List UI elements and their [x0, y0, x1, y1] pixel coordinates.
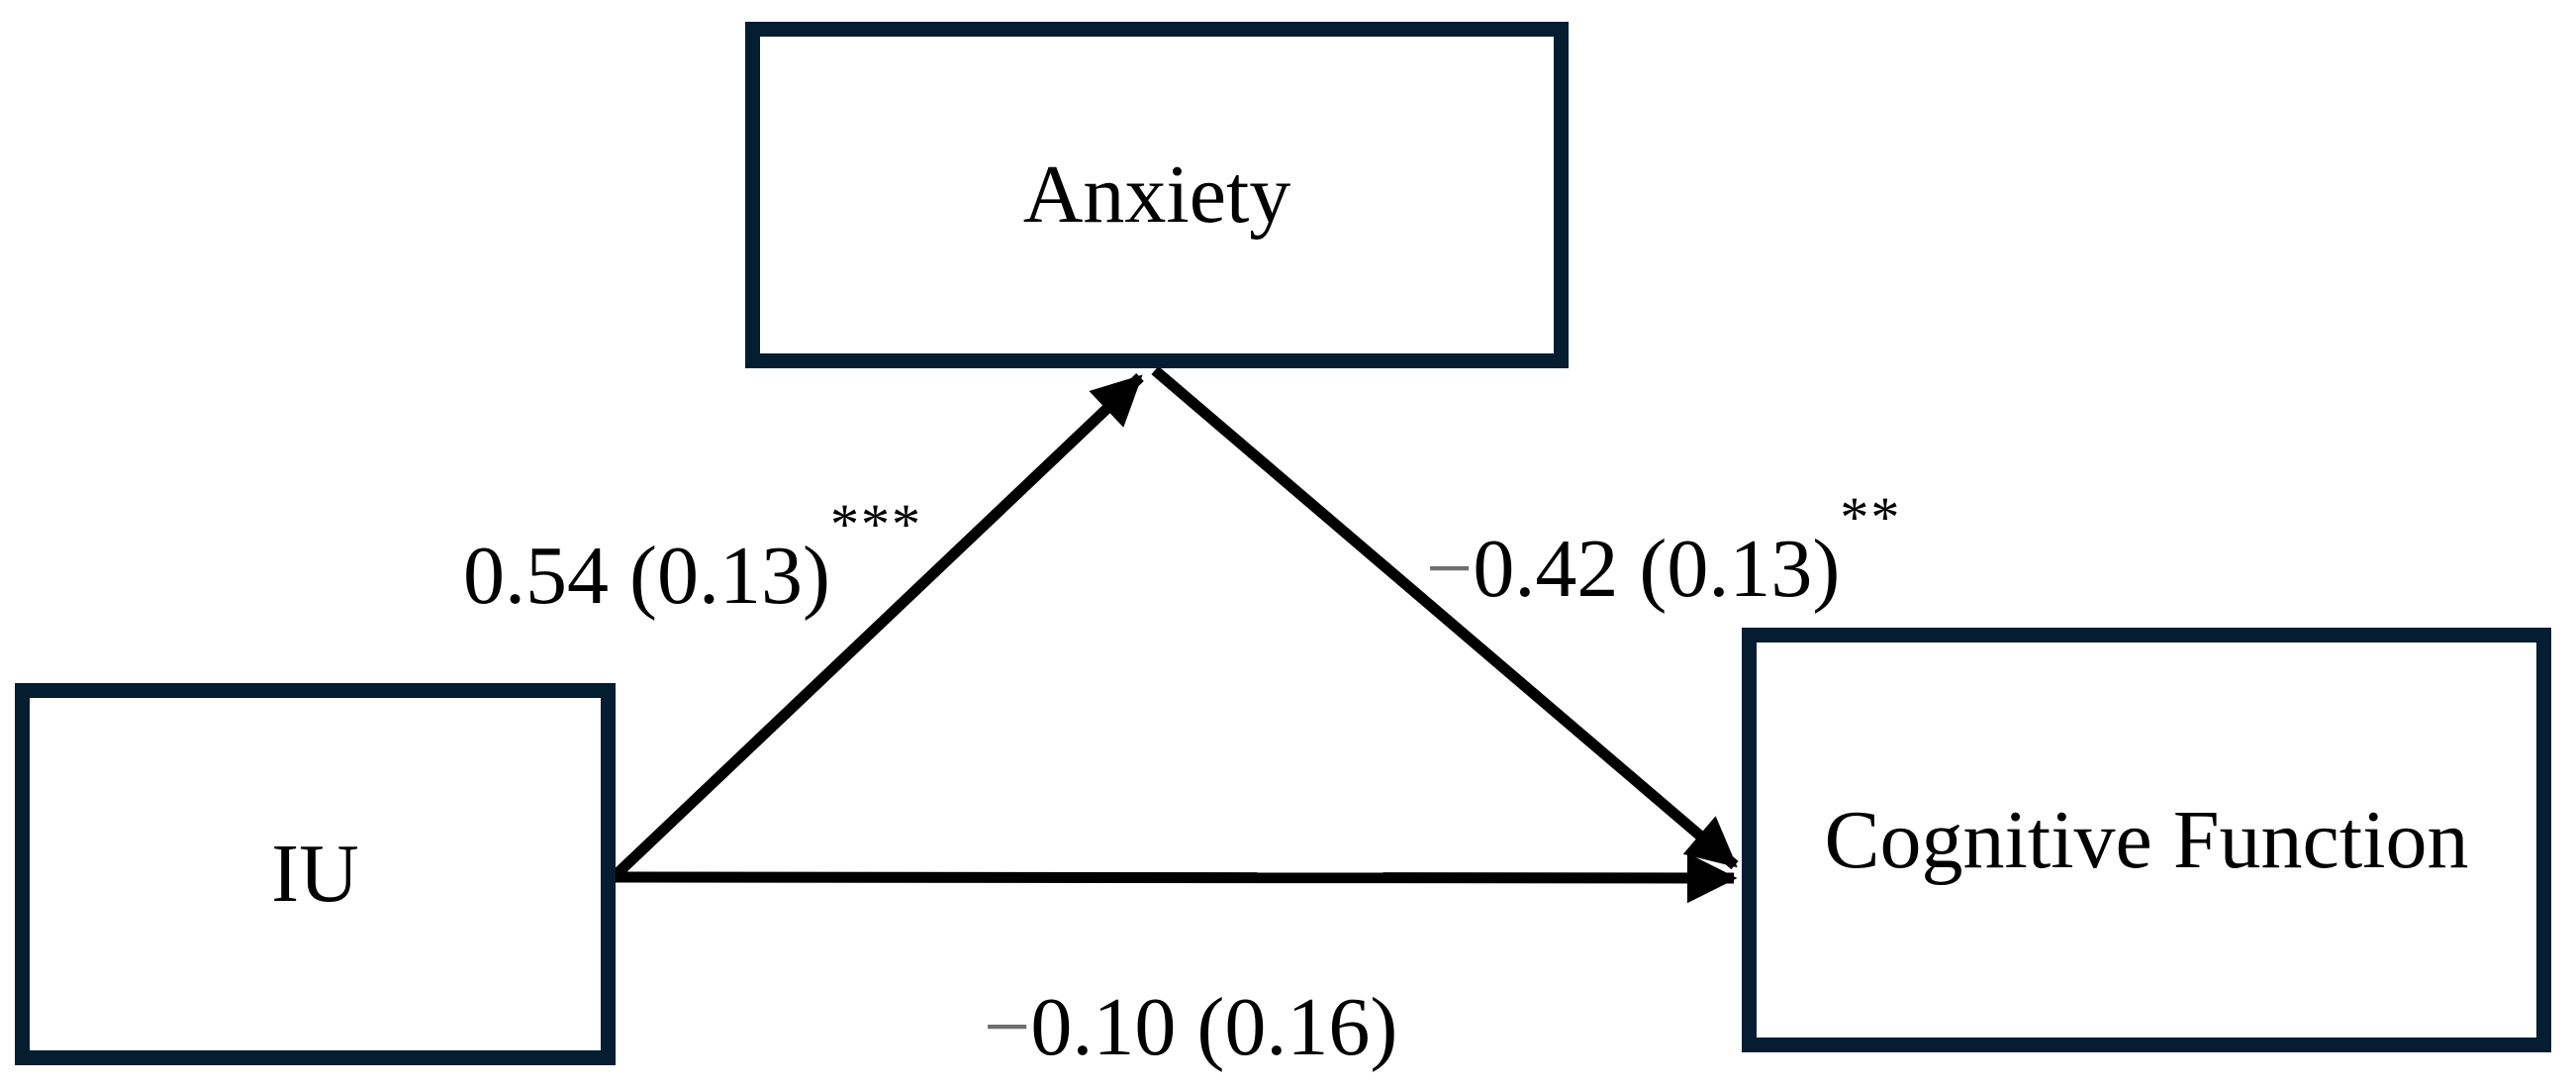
path-label-anxiety-to-cognitive: −0.42 (0.13)**	[1426, 489, 1901, 611]
path-estimate-iu-to-cognitive: 0.10 (0.16)	[1030, 981, 1398, 1073]
node-cognitive-function: Cognitive Function	[1742, 628, 2551, 1052]
node-anxiety: Anxiety	[745, 22, 1569, 368]
node-iu-label: IU	[271, 828, 359, 920]
path-estimate-anxiety-to-cognitive: 0.42 (0.13)	[1473, 523, 1841, 615]
path-estimate-iu-to-anxiety: 0.54 (0.13)	[463, 530, 830, 622]
arrow-iu-to-cognitive	[615, 852, 1738, 904]
arrow-iu-to-anxiety	[612, 373, 1144, 879]
negative-sign-anxiety-to-cognitive: −	[1426, 523, 1474, 615]
path-label-iu-to-cognitive: −0.10 (0.16)	[984, 986, 1397, 1069]
significance-stars-iu-to-anxiety: ***	[829, 492, 922, 556]
node-iu: IU	[15, 683, 616, 1065]
path-label-iu-to-anxiety: 0.54 (0.13)***	[463, 496, 922, 618]
negative-sign-iu-to-cognitive: −	[984, 981, 1031, 1073]
significance-stars-anxiety-to-cognitive: **	[1840, 485, 1902, 549]
arrow-anxiety-to-cognitive	[1151, 365, 1739, 870]
node-anxiety-label: Anxiety	[1022, 148, 1291, 241]
node-cognitive-function-label: Cognitive Function	[1824, 793, 2469, 886]
